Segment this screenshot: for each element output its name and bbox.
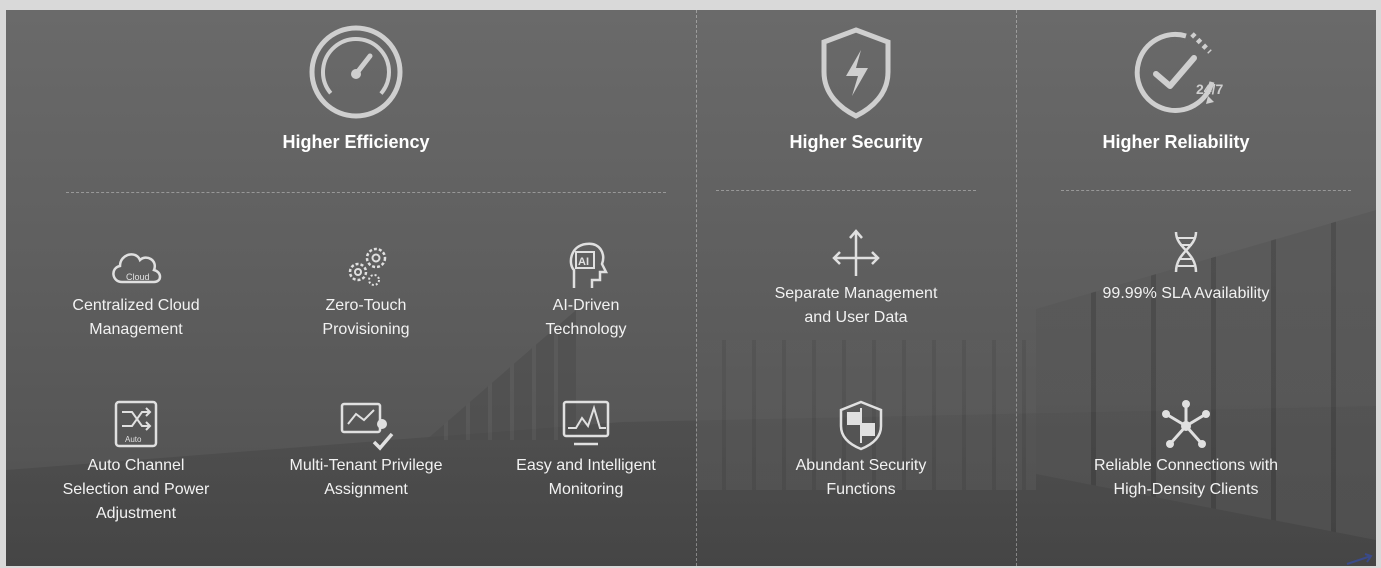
feature-label: Auto Channel Selection and Power Adjustm… [62, 457, 210, 522]
row-divider-security [716, 190, 976, 191]
feature-banner: Higher Efficiency Higher Security 24/7 H… [6, 10, 1376, 566]
feature-label: Abundant Security Functions [795, 457, 927, 498]
background-glass-middle [696, 340, 1036, 490]
split-arrows-icon [832, 229, 880, 276]
row-divider-efficiency [66, 192, 666, 193]
feature-label: AI-Driven Technology [545, 297, 627, 338]
column-divider-2 [1016, 10, 1017, 566]
shield-lightning-icon [821, 27, 891, 119]
column-divider-1 [696, 10, 697, 566]
feature-sla-availability: 99.99% SLA Availability [1056, 228, 1316, 306]
clock-check-24-7-icon: 24/7 [1134, 31, 1223, 113]
gears-icon [348, 247, 387, 286]
feature-monitoring: Easy and Intelligent Monitoring [486, 400, 686, 502]
header-title: Higher Efficiency [282, 132, 430, 152]
auto-icon-text: Auto [125, 435, 142, 444]
shield-icon [839, 400, 883, 451]
cloud-icon-text: Cloud [126, 272, 150, 282]
feature-label: Easy and Intelligent Monitoring [516, 457, 656, 498]
header-title: Higher Reliability [1102, 132, 1250, 152]
monitor-user-icon [340, 402, 394, 451]
header-title: Higher Security [789, 132, 923, 152]
feature-label: Reliable Connections with High-Density C… [1093, 457, 1279, 498]
feature-label: Centralized Cloud Management [72, 297, 200, 338]
shuffle-auto-icon: Auto [114, 400, 158, 448]
ai-head-icon: AI [569, 242, 609, 288]
monitor-graph-icon [562, 400, 610, 446]
feature-zero-touch: Zero-Touch Provisioning [266, 240, 466, 342]
feature-reliable-connections: Reliable Connections with High-Density C… [1056, 400, 1316, 502]
header-security: Higher Security [756, 10, 956, 190]
feature-multi-tenant: Multi-Tenant Privilege Assignment [266, 400, 466, 502]
clock-badge-text: 24/7 [1196, 81, 1223, 97]
feature-ai-driven: AI AI-Driven Technology [486, 240, 686, 342]
header-efficiency: Higher Efficiency [256, 10, 456, 190]
feature-label: Zero-Touch Provisioning [322, 297, 410, 338]
feature-label: Multi-Tenant Privilege Assignment [289, 457, 443, 498]
feature-separate-data: Separate Management and User Data [751, 228, 961, 330]
network-hub-icon [1162, 400, 1210, 448]
feature-label: Separate Management and User Data [774, 285, 938, 326]
feature-abundant-security: Abundant Security Functions [761, 400, 961, 502]
cloud-icon: Cloud [112, 253, 162, 284]
feature-centralized-cloud: Cloud Centralized Cloud Management [36, 240, 236, 342]
corner-arrow-icon [1346, 553, 1373, 565]
row-divider-reliability [1061, 190, 1351, 191]
feature-label: 99.99% SLA Availability [1102, 285, 1270, 302]
feature-auto-channel: Auto Auto Channel Selection and Power Ad… [36, 400, 236, 526]
ai-icon-text: AI [578, 256, 589, 268]
dna-icon [1174, 231, 1198, 273]
header-reliability: 24/7 Higher Reliability [1066, 10, 1286, 190]
speedometer-icon [309, 25, 403, 119]
